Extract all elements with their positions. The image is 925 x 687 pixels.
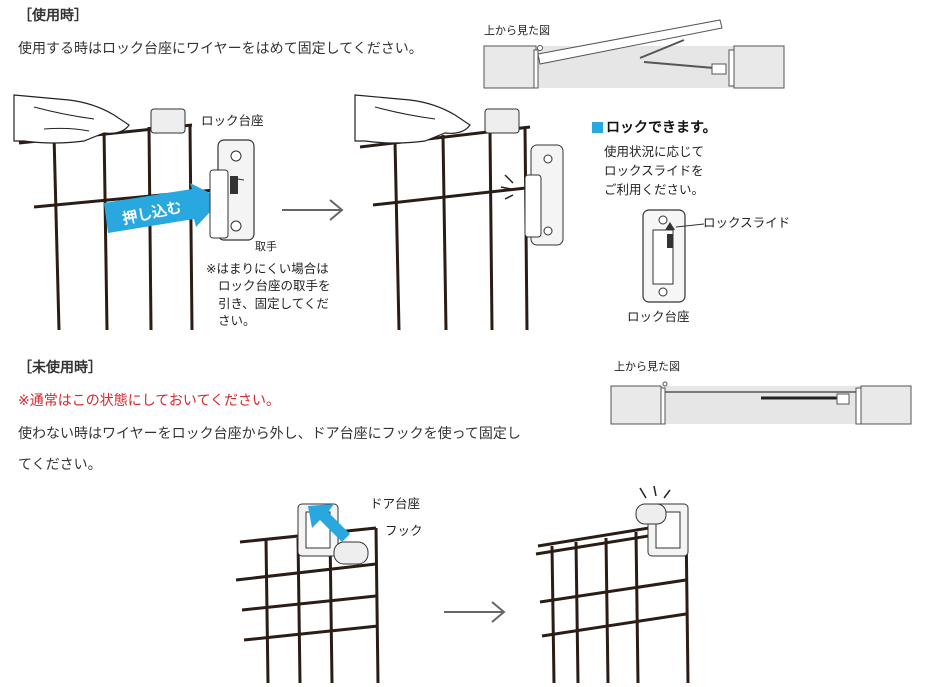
fence-illustration-4 (535, 485, 690, 684)
lock-desc-line-2: ロックスライドを (604, 163, 704, 178)
not-in-use-heading: ［未使用時］ (18, 360, 102, 376)
fence-illustration-3 (235, 503, 380, 684)
in-use-instruction: 使用する時はロック台座にワイヤーをはめて固定してください。 (18, 41, 423, 57)
door-base-label: ドア台座 (370, 496, 421, 511)
top-view-diagram-locked (483, 19, 785, 89)
fence-illustration-1 (13, 94, 215, 331)
lock-base-illustration-1 (209, 139, 255, 241)
top-view-label-2: 上から見た図 (614, 360, 680, 373)
not-in-use-instruction-2: てください。 (18, 457, 102, 473)
right-arrow-icon-1 (282, 199, 344, 221)
lock-slide-leader (675, 223, 705, 228)
lock-base-label-1: ロック台座 (201, 113, 264, 128)
top-view-label-1: 上から見た図 (484, 24, 550, 37)
note-line-3: 引き、固定してくだ (218, 296, 329, 311)
note-line-4: さい。 (218, 313, 256, 328)
note-line-1: ※はまりにくい場合は (206, 261, 329, 276)
handle-label: 取手 (255, 240, 277, 253)
square-bullet-icon (592, 122, 603, 133)
lock-desc-line-1: 使用状況に応じて (604, 144, 705, 159)
not-in-use-instruction-1: 使わない時はワイヤーをロック台座から外し、ドア台座にフックを使って固定し (18, 426, 521, 442)
blue-hook-arrow (308, 504, 350, 542)
hook-label: フック (385, 523, 423, 538)
lock-title: ロックできます。 (592, 120, 717, 137)
lock-slide-illustration (642, 209, 686, 303)
not-in-use-notice: ※通常はこの状態にしておいてください。 (18, 393, 281, 409)
note-line-2: ロック台座の取手を (218, 278, 331, 293)
top-view-diagram-stowed (610, 381, 912, 425)
fence-illustration-2 (354, 94, 564, 331)
lock-desc-line-3: ご利用ください。 (604, 182, 705, 197)
lock-base-label-2: ロック台座 (627, 309, 690, 324)
lock-slide-label: ロックスライド (703, 215, 791, 230)
right-arrow-icon-2 (444, 601, 506, 623)
push-arrow (104, 183, 222, 233)
in-use-heading: ［使用時］ (18, 8, 88, 24)
